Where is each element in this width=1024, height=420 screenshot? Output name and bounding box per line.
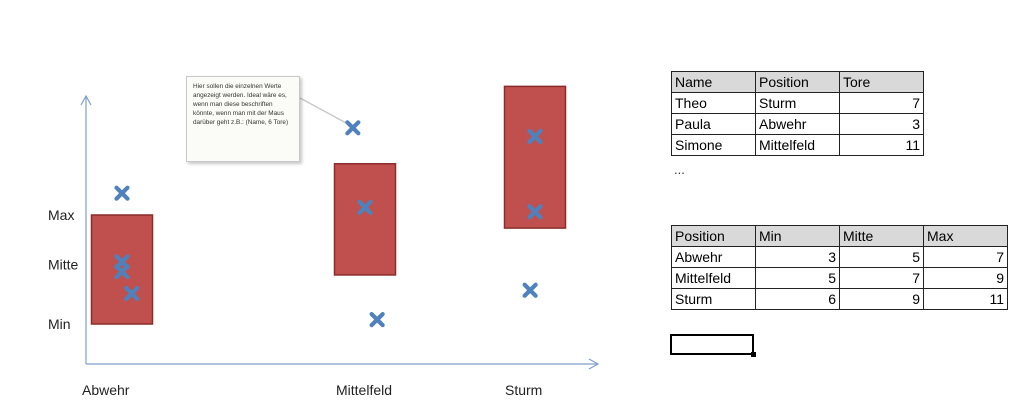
- table-cell[interactable]: 7: [839, 92, 924, 114]
- y-tick-label-min: Min: [48, 316, 71, 332]
- header-cell-mitte[interactable]: Mitte: [839, 225, 924, 247]
- data-point-marker: [345, 120, 361, 136]
- table-cell[interactable]: Abwehr: [755, 113, 840, 135]
- data-point-marker: [527, 204, 543, 220]
- table-cell[interactable]: 5: [755, 267, 840, 289]
- data-point-marker: [114, 185, 130, 201]
- table-cell[interactable]: Mittelfeld: [671, 267, 756, 289]
- range-bar-mittelfeld: [333, 163, 397, 276]
- header-cell-min[interactable]: Min: [755, 225, 840, 247]
- table-cell[interactable]: 3: [755, 246, 840, 268]
- table-cell[interactable]: Mittelfeld: [755, 134, 840, 156]
- x-tick-label-abwehr: Abwehr: [82, 382, 130, 398]
- header-cell-max[interactable]: Max: [923, 225, 1008, 247]
- table-cell[interactable]: Theo: [671, 92, 756, 114]
- table-header-row: Name Position Tore: [671, 71, 924, 93]
- data-point-marker: [124, 285, 140, 302]
- table-row: Abwehr 3 5 7: [671, 246, 1008, 268]
- x-axis-arrow-icon: [588, 358, 600, 370]
- table-cell[interactable]: 3: [839, 113, 924, 135]
- data-point-marker: [527, 128, 543, 145]
- table-cell[interactable]: Abwehr: [671, 246, 756, 268]
- table-row: Mittelfeld 5 7 9: [671, 267, 1008, 289]
- table-cell[interactable]: Sturm: [755, 92, 840, 114]
- data-point-marker: [114, 264, 130, 280]
- table-cell[interactable]: 7: [839, 267, 924, 289]
- table-cell[interactable]: 9: [839, 288, 924, 310]
- y-tick-label-max: Max: [48, 207, 74, 223]
- table-row: Simone Mittelfeld 11: [671, 134, 924, 156]
- table-row: Paula Abwehr 3: [671, 113, 924, 135]
- x-tick-label-sturm: Sturm: [505, 382, 542, 398]
- y-axis-arrow-icon: [80, 94, 92, 106]
- players-table: Name Position Tore Theo Sturm 7 Paula Ab…: [671, 71, 924, 156]
- data-point-marker: [357, 199, 373, 215]
- active-cell-selection[interactable]: [670, 334, 756, 357]
- table-cell[interactable]: 11: [923, 288, 1008, 310]
- range-bar-sturm: [503, 85, 567, 229]
- callout-pointer-line: [299, 97, 349, 125]
- table-cell[interactable]: 11: [839, 134, 924, 156]
- table-header-row: Position Min Mitte Max: [671, 225, 1008, 247]
- table-cell[interactable]: Simone: [671, 134, 756, 156]
- header-cell-position[interactable]: Position: [755, 71, 840, 93]
- comment-callout[interactable]: Hier sollen die einzelnen Werte angezeig…: [186, 76, 300, 162]
- x-tick-label-mittelfeld: Mittelfeld: [336, 382, 392, 398]
- header-cell-position[interactable]: Position: [671, 225, 756, 247]
- table-cell[interactable]: 7: [923, 246, 1008, 268]
- header-cell-name[interactable]: Name: [671, 71, 756, 93]
- more-rows-ellipsis: ...: [674, 162, 685, 177]
- position-stats-table: Position Min Mitte Max Abwehr 3 5 7 Mitt…: [671, 225, 1008, 310]
- header-cell-tore[interactable]: Tore: [839, 71, 924, 93]
- table-cell[interactable]: 9: [923, 267, 1008, 289]
- table-cell[interactable]: Paula: [671, 113, 756, 135]
- fill-handle[interactable]: [751, 352, 756, 357]
- data-point-marker: [522, 282, 538, 298]
- data-point-marker: [369, 312, 385, 328]
- table-row: Sturm 6 9 11: [671, 288, 1008, 310]
- y-tick-label-mitte: Mitte: [48, 257, 79, 273]
- table-cell[interactable]: Sturm: [671, 288, 756, 310]
- table-cell[interactable]: 5: [839, 246, 924, 268]
- callout-text: Hier sollen die einzelnen Werte angezeig…: [193, 83, 289, 126]
- table-cell[interactable]: 6: [755, 288, 840, 310]
- table-row: Theo Sturm 7: [671, 92, 924, 114]
